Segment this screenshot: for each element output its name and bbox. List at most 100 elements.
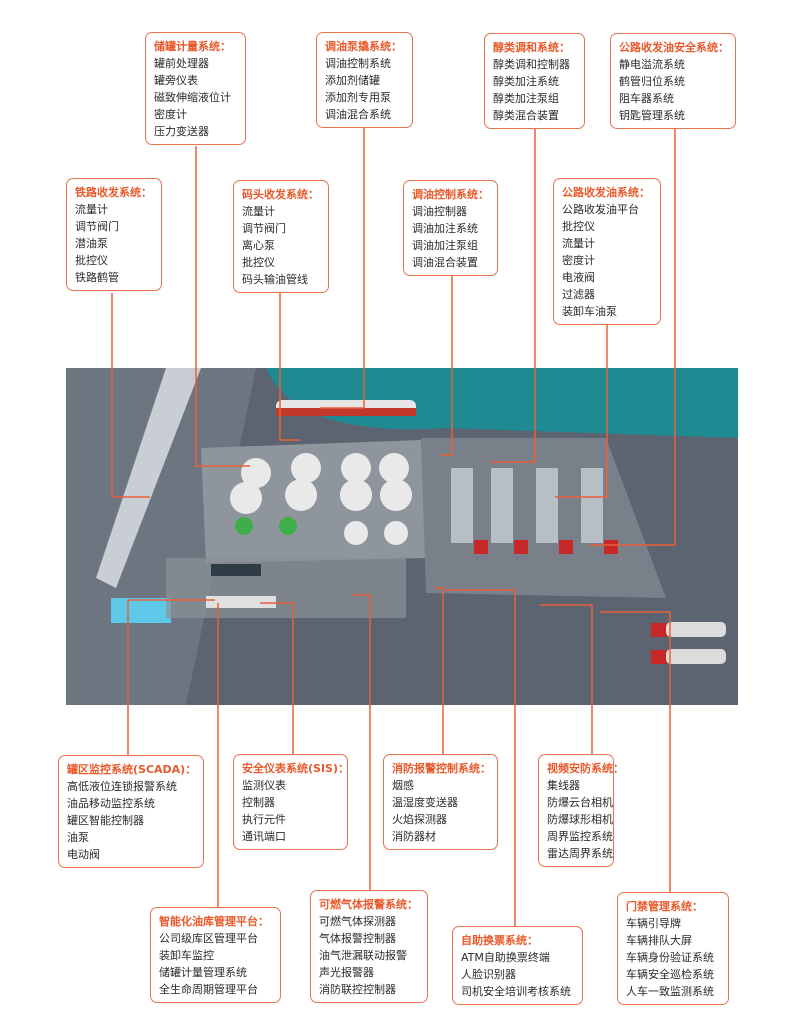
callout-title: 智能化油库管理平台： — [159, 915, 269, 928]
scada-callout: 罐区监控系统(SCADA)： 高低液位连锁报警系统油品移动监控系统罐区智能控制器油… — [58, 755, 204, 868]
callout-item: ATM自助换票终端 — [461, 951, 550, 964]
callout-item: 添加剂专用泵 — [325, 91, 391, 104]
callout-item: 通讯端口 — [242, 830, 286, 843]
callout-item: 磁致伸缩液位计 — [154, 91, 231, 104]
callout-title: 消防报警控制系统： — [392, 762, 491, 775]
callout-item: 雷达周界系统 — [547, 847, 613, 860]
callout-item: 火焰探测器 — [392, 813, 447, 826]
callout-item: 醇类调和控制器 — [493, 58, 570, 71]
callout-item: 静电溢流系统 — [619, 58, 685, 71]
callout-title: 醇类调和系统： — [493, 41, 570, 54]
callout-item: 消防器材 — [392, 830, 436, 843]
callout-item: 调节阀门 — [242, 222, 286, 235]
road-safety-callout: 公路收发油安全系统： 静电溢流系统鹤管归位系统阻车器系统钥匙管理系统 — [610, 33, 736, 129]
callout-item: 车辆引导牌 — [626, 917, 681, 930]
callout-item: 调油控制器 — [412, 205, 467, 218]
access-control-callout: 门禁管理系统： 车辆引导牌车辆排队大屏车辆身份验证系统车辆安全巡检系统人车一致监测… — [617, 892, 729, 1005]
callout-item: 调油加注泵组 — [412, 239, 478, 252]
callout-item: 电液阀 — [562, 271, 595, 284]
callout-title: 调油泵撬系统： — [325, 40, 402, 53]
callout-title: 可燃气体报警系统： — [319, 898, 418, 911]
pool — [111, 598, 171, 623]
callout-title: 视频安防系统： — [547, 762, 624, 775]
callout-item: 油品移动监控系统 — [67, 797, 155, 810]
callout-title: 公路收发油安全系统： — [619, 41, 729, 54]
callout-item: 控制器 — [242, 796, 275, 809]
storage-metering-callout: 储罐计量系统：罐前处理器罐旁仪表磁致伸缩液位计密度计压力变送器 — [145, 32, 246, 145]
alcohol-blending-callout: 醇类调和系统：醇类调和控制器醇类加注系统醇类加注泵组醇类混合装置 — [484, 33, 585, 129]
callout-item: 声光报警器 — [319, 966, 374, 979]
callout-item: 储罐计量管理系统 — [159, 966, 247, 979]
callout-item: 码头输油管线 — [242, 273, 308, 286]
callout-title: 安全仪表系统(SIS)： — [242, 762, 349, 775]
callout-item: 醇类加注系统 — [493, 75, 559, 88]
callout-item: 人脸识别器 — [461, 968, 516, 981]
callout-item: 流量计 — [562, 237, 595, 250]
callout-title: 铁路收发系统： — [75, 186, 152, 199]
callout-item: 罐区智能控制器 — [67, 814, 144, 827]
callout-title: 公路收发油系统： — [562, 186, 650, 199]
callout-item: 钥匙管理系统 — [619, 109, 685, 122]
callout-item: 密度计 — [562, 254, 595, 267]
control-building — [166, 558, 406, 618]
callout-item: 过滤器 — [562, 288, 595, 301]
callout-item: 防爆云台相机 — [547, 796, 613, 809]
railway-callout: 铁路收发系统：流量计调节阀门潜油泵批控仪铁路鹤管 — [66, 178, 162, 291]
callout-title: 门禁管理系统： — [626, 900, 703, 913]
callout-item: 调油混合系统 — [325, 108, 391, 121]
callout-item: 流量计 — [242, 205, 275, 218]
callout-title: 罐区监控系统(SCADA)： — [67, 763, 197, 776]
wharf-callout: 码头收发系统： 流量计调节阀门离心泵批控仪码头输油管线 — [233, 180, 329, 293]
callout-item: 集线器 — [547, 779, 580, 792]
callout-item: 流量计 — [75, 203, 108, 216]
callout-item: 执行元件 — [242, 813, 286, 826]
callout-title: 码头收发系统： — [242, 188, 319, 201]
callout-title: 储罐计量系统： — [154, 40, 231, 53]
self-ticket-callout: 自助换票系统： ATM自助换票终端人脸识别器司机安全培训考核系统 — [452, 926, 583, 1005]
oil-depot-3d-scene — [66, 368, 738, 705]
callout-item: 烟感 — [392, 779, 414, 792]
video-security-callout: 视频安防系统： 集线器防爆云台相机防爆球形相机周界监控系统雷达周界系统 — [538, 754, 624, 867]
callout-item: 车辆排队大屏 — [626, 934, 692, 947]
callout-item: 可燃气体探测器 — [319, 915, 396, 928]
callout-item: 离心泵 — [242, 239, 275, 252]
callout-item: 油泵 — [67, 831, 89, 844]
callout-item: 阻车器系统 — [619, 92, 674, 105]
callout-item: 密度计 — [154, 108, 187, 121]
storage-tanks — [230, 453, 412, 545]
sis-callout: 安全仪表系统(SIS)：监测仪表控制器执行元件通讯端口 — [233, 754, 349, 850]
callout-item: 高低液位连锁报警系统 — [67, 780, 177, 793]
callout-item: 添加剂储罐 — [325, 74, 380, 87]
callout-item: 全生命周期管理平台 — [159, 983, 258, 996]
callout-item: 周界监控系统 — [547, 830, 613, 843]
blending-skid-callout: 调油泵撬系统： 调油控制系统添加剂储罐添加剂专用泵调油混合系统 — [316, 32, 413, 128]
callout-item: 批控仪 — [242, 256, 275, 269]
callout-item: 调节阀门 — [75, 220, 119, 233]
road-loading-callout: 公路收发油系统： 公路收发油平台批控仪流量计密度计电液阀过滤器装卸车油泵 — [553, 178, 661, 325]
callout-item: 调油混合装置 — [412, 256, 478, 269]
blending-control-callout: 调油控制系统：调油控制器调油加注系统调油加注泵组调油混合装置 — [403, 180, 498, 276]
callout-title: 调油控制系统： — [412, 188, 489, 201]
callout-item: 人车一致监测系统 — [626, 985, 714, 998]
fire-alarm-callout: 消防报警控制系统： 烟感温湿度变送器火焰探测器消防器材 — [383, 754, 498, 850]
callout-item: 鹤管归位系统 — [619, 75, 685, 88]
callout-item: 罐旁仪表 — [154, 74, 198, 87]
callout-item: 调油控制系统 — [325, 57, 391, 70]
callout-item: 公路收发油平台 — [562, 203, 639, 216]
callout-item: 装卸车油泵 — [562, 305, 617, 318]
callout-item: 醇类加注泵组 — [493, 92, 559, 105]
callout-item: 铁路鹤管 — [75, 271, 119, 284]
callout-item: 消防联控控制器 — [319, 983, 396, 996]
callout-item: 罐前处理器 — [154, 57, 209, 70]
callout-item: 温湿度变送器 — [392, 796, 458, 809]
callout-item: 批控仪 — [562, 220, 595, 233]
callout-item: 气体报警控制器 — [319, 932, 396, 945]
callout-item: 油气泄漏联动报警 — [319, 949, 407, 962]
callout-title: 自助换票系统： — [461, 934, 538, 947]
callout-item: 防爆球形相机 — [547, 813, 613, 826]
callout-item: 车辆身份验证系统 — [626, 951, 714, 964]
callout-item: 批控仪 — [75, 254, 108, 267]
callout-item: 车辆安全巡检系统 — [626, 968, 714, 981]
callout-item: 司机安全培训考核系统 — [461, 985, 571, 998]
